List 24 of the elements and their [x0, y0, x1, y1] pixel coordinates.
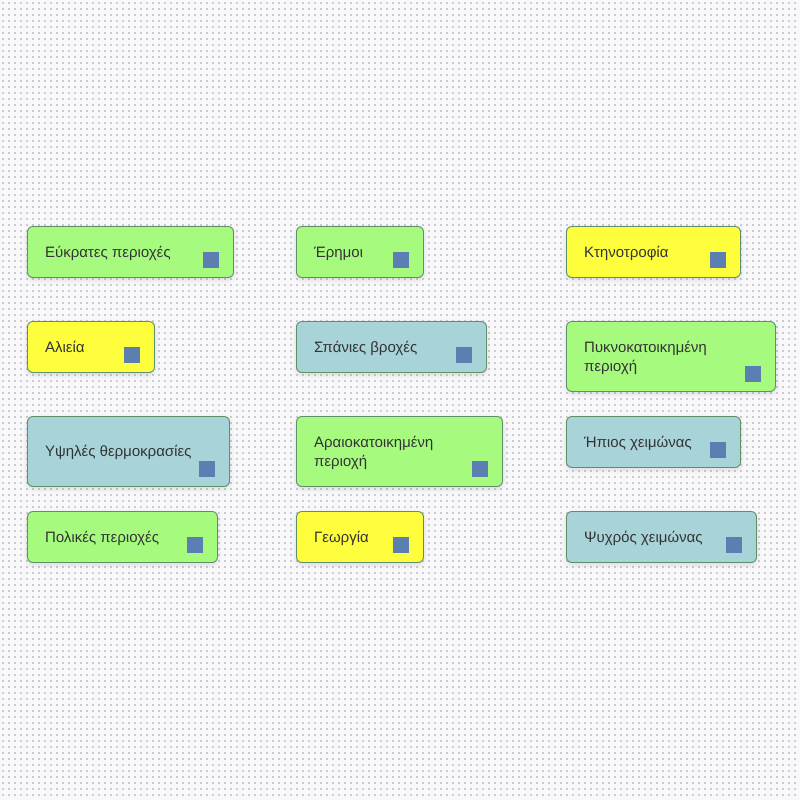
concept-card: [27, 416, 230, 487]
card-label: Έρημοι: [314, 242, 364, 262]
concept-card: [296, 226, 424, 278]
concept-card: [27, 226, 234, 278]
card-label: Σπάνιες βροχές: [314, 338, 418, 356]
card-label: Γεωργία: [314, 528, 370, 546]
concept-card: [566, 321, 776, 392]
card-label: Ψυχρός χειμώνας: [584, 528, 704, 546]
card-label: Πυκνοκατοικημένη περιοχή: [584, 338, 708, 376]
concept-card: [566, 511, 757, 563]
concept-card: [27, 511, 218, 563]
card-label: Αραιοκατοικημένη περιοχή: [314, 432, 434, 470]
card-label: Αλιεία: [45, 338, 86, 356]
concept-card: [566, 416, 741, 468]
concept-card: [566, 226, 741, 278]
card-label: Κτηνοτροφία: [584, 242, 670, 262]
concept-card: [296, 511, 424, 563]
card-label: Υψηλές θερμοκρασίες: [45, 442, 192, 461]
card-label: Πολικές περιοχές: [45, 528, 160, 546]
card-label: Εύκρατες περιοχές: [45, 242, 172, 262]
concept-card: [27, 321, 155, 373]
concept-card: [296, 416, 503, 487]
concept-card: [296, 321, 487, 373]
card-label: Ήπιος χειμώνας: [584, 432, 693, 452]
